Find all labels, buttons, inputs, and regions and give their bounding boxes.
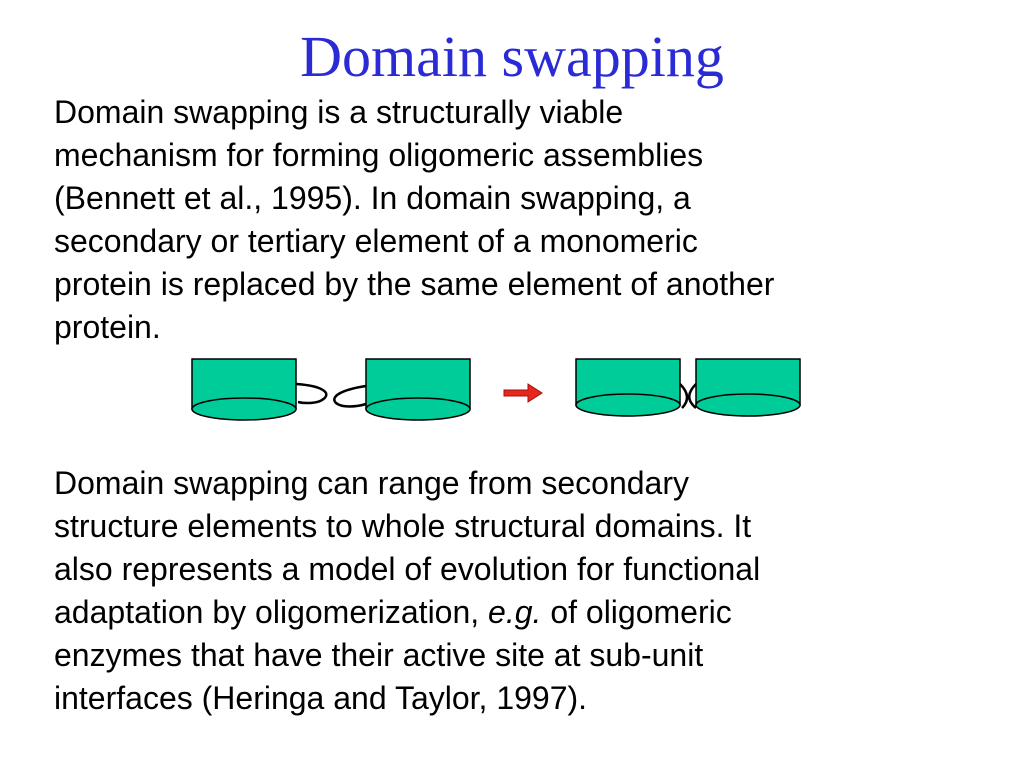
evolution-line: Domain swapping can range from secondary [54,465,689,501]
domain-cylinder-dimer-left [575,358,681,417]
right-arrow-icon [503,383,543,403]
evolution-line: adaptation by oligomerization, e.g. of o… [54,591,974,634]
intro-line: secondary or tertiary element of a monom… [54,223,698,259]
domain-cylinder-monomer-b [365,358,471,421]
domain-cylinder-monomer-a [191,358,297,421]
intro-line: (Bennett et al., 1995). In domain swappi… [54,180,691,216]
intro-line: mechanism for forming oligomeric assembl… [54,137,704,173]
domain-cylinder-dimer-right [695,358,801,417]
evolution-line: interfaces (Heringa and Taylor, 1997). [54,680,588,716]
evolution-line-text: adaptation by oligomerization, [54,594,489,630]
evolution-paragraph: Domain swapping can range from secondary… [54,462,974,720]
evolution-line-text: of oligomeric [541,594,732,630]
intro-line: protein is replaced by the same element … [54,266,775,302]
slide-title: Domain swapping [300,24,724,89]
linker-loop-a [295,382,328,405]
evolution-line: structure elements to whole structural d… [54,508,752,544]
evolution-line: enzymes that have their active site at s… [54,637,704,673]
intro-line: Domain swapping is a structurally viable [54,94,624,130]
evolution-line: also represents a model of evolution for… [54,551,761,587]
eg-italic: e.g. [488,594,542,630]
intro-line: protein. [54,309,161,345]
linker-loop-b [333,384,367,408]
swapped-linker-cross [679,383,697,409]
domain-swap-diagram [191,358,801,421]
intro-paragraph: Domain swapping is a structurally viable… [54,91,974,349]
